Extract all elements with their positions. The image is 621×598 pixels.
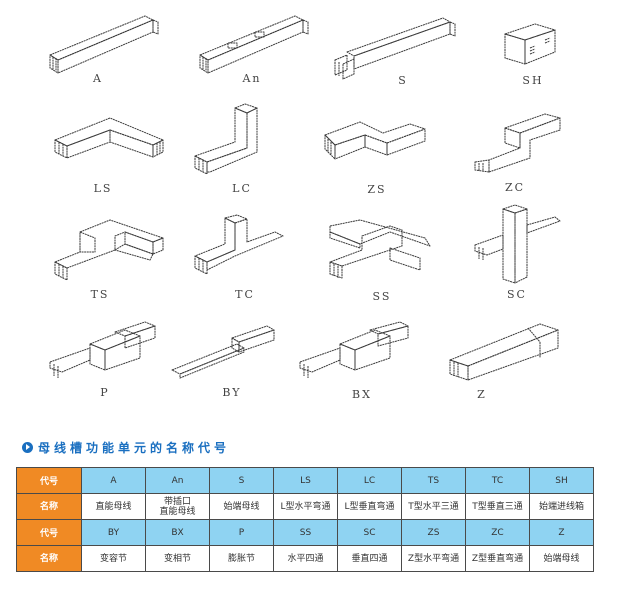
diagram-label: An	[242, 72, 262, 85]
vertical-cross-drawing	[474, 204, 561, 284]
z-vertical-elbow-drawing	[474, 113, 561, 173]
diagram-label: SS	[372, 290, 392, 303]
name-cell: Z型垂直弯通	[465, 545, 530, 572]
code-cell: Z	[529, 519, 594, 546]
feeder-busway-drawing	[334, 17, 456, 80]
diagram-label: BY	[222, 386, 242, 399]
diagram-label: ZC	[504, 181, 526, 194]
t-horizontal-tee-drawing	[54, 219, 164, 281]
diagram-label: TS	[90, 288, 110, 301]
diagram-label: ZS	[367, 183, 387, 196]
name-cell: L型垂直弯通	[337, 493, 402, 520]
table-row: 代号 A An S LS LC TS TC SH	[16, 467, 594, 494]
code-cell: LC	[337, 467, 402, 494]
diagram-label: S	[398, 74, 408, 87]
name-cell: 膨胀节	[209, 545, 274, 572]
code-cell: ZS	[401, 519, 466, 546]
diagram-label: P	[100, 386, 110, 399]
diagram-label: BX	[352, 388, 372, 401]
code-cell: BY	[81, 519, 146, 546]
capacity-reducer-drawing	[171, 325, 275, 379]
vertical-elbow-drawing	[194, 103, 258, 175]
code-cell: A	[81, 467, 146, 494]
name-cell: 垂直四通	[337, 545, 402, 572]
section-title: 母线槽功能单元的名称代号	[38, 440, 231, 455]
name-cell: 始端母线	[529, 545, 594, 572]
name-header-cell: 名称	[16, 545, 82, 572]
expansion-joint-drawing	[49, 321, 156, 378]
code-table: 代号 A An S LS LC TS TC SH 名称 直能母线 带插口 直能母…	[16, 467, 594, 572]
code-cell: P	[209, 519, 274, 546]
diagram-label: LS	[93, 182, 113, 195]
diagram-label: A	[93, 72, 103, 85]
code-header-cell: 代号	[16, 467, 82, 494]
code-cell: TC	[465, 467, 530, 494]
table-row: 名称 变容节 变相节 膨胀节 水平四通 垂直四通 Z型水平弯通 Z型垂直弯通 始…	[16, 545, 594, 572]
table-row: 代号 BY BX P SS SC ZS ZC Z	[16, 519, 594, 546]
z-horizontal-elbow-drawing	[324, 121, 426, 160]
name-cell: 带插口 直能母线	[145, 493, 210, 520]
name-cell: 直能母线	[81, 493, 146, 520]
code-cell: BX	[145, 519, 210, 546]
code-cell: ZC	[465, 519, 530, 546]
straight-busway-drawing	[49, 15, 159, 74]
name-cell: T型垂直三通	[465, 493, 530, 520]
code-cell: SS	[273, 519, 338, 546]
straight-busway-with-plug-drawing	[199, 15, 309, 74]
name-cell: Z型水平弯通	[401, 545, 466, 572]
diagram-label: Z	[477, 388, 487, 401]
diagram-label: SH	[522, 74, 544, 87]
end-busway-drawing	[449, 323, 559, 381]
code-cell: TS	[401, 467, 466, 494]
horizontal-elbow-drawing	[54, 117, 164, 159]
feeder-box-drawing	[504, 23, 556, 65]
name-header-cell: 名称	[16, 493, 82, 520]
diagram-label: SC	[507, 288, 527, 301]
name-cell: 始端母线	[209, 493, 274, 520]
t-vertical-tee-drawing	[194, 214, 284, 275]
diagram-label: TC	[235, 288, 255, 301]
code-cell: SH	[529, 467, 594, 494]
name-cell: 水平四通	[273, 545, 338, 572]
code-header-cell: 代号	[16, 519, 82, 546]
name-cell: 变相节	[145, 545, 210, 572]
name-cell: L型水平弯通	[273, 493, 338, 520]
section-heading: 母线槽功能单元的名称代号	[22, 439, 230, 455]
phase-changer-drawing	[299, 321, 409, 378]
diagram-label: LC	[232, 182, 252, 195]
code-cell: SC	[337, 519, 402, 546]
horizontal-cross-drawing	[329, 219, 431, 279]
code-cell: S	[209, 467, 274, 494]
play-circle-icon	[22, 441, 33, 453]
name-cell: 始端进线箱	[529, 493, 594, 520]
code-cell: LS	[273, 467, 338, 494]
name-cell: 变容节	[81, 545, 146, 572]
code-cell: An	[145, 467, 210, 494]
table-row: 名称 直能母线 带插口 直能母线 始端母线 L型水平弯通 L型垂直弯通 T型水平…	[16, 493, 594, 520]
name-cell: T型水平三通	[401, 493, 466, 520]
